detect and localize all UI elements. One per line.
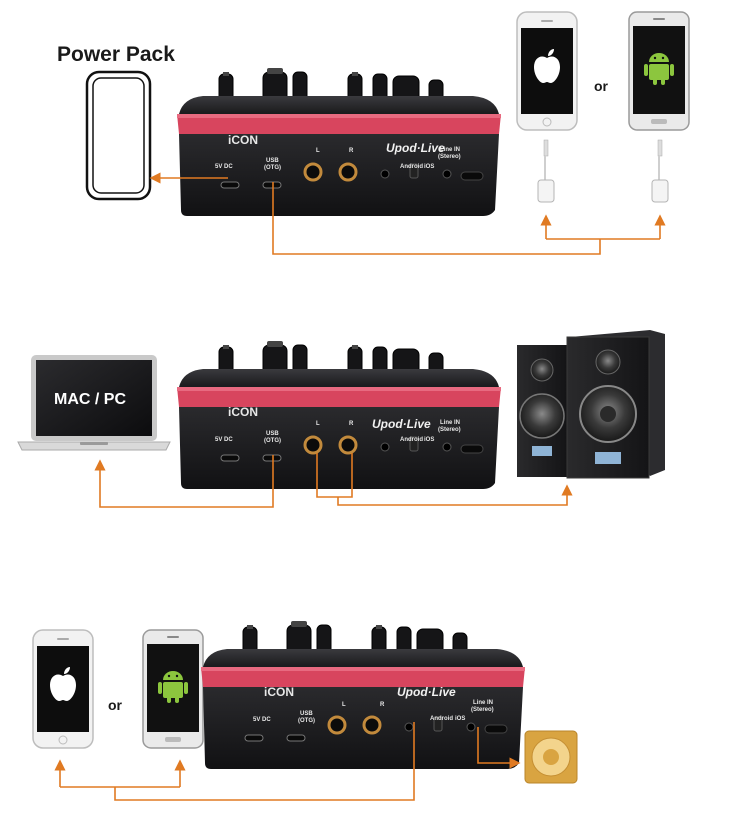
brand-logo: iCON [228,405,258,419]
upod-panel-labels: iCON Upod·Live 5V DC USB (OTG) L R Andro… [253,685,494,724]
iphone [32,629,94,749]
or-label: or [594,78,609,94]
line-in-label: Line IN [440,420,460,426]
right-label: R [349,148,354,154]
left-label: L [316,421,320,427]
line-in-stereo-label: (Stereo) [438,427,461,433]
wire-outputs [316,453,353,498]
power-pack [85,70,152,201]
wire-usb [272,182,601,255]
line-in-label: Line IN [440,147,460,153]
android-switch-label: Android [400,437,423,443]
iphone [516,11,578,131]
usb-otg-adapter [651,139,669,203]
wires-section2 [94,453,573,508]
android-switch-label: Android [430,716,453,722]
usb-label: USB [300,711,313,717]
music-player-icon [524,730,578,784]
right-label: R [349,421,354,427]
brand-logo: iCON [264,685,294,699]
laptop [17,355,171,451]
wire-phone-input [114,722,415,801]
android-phone [628,11,690,131]
or-label: or [108,697,123,713]
studio-monitor-speakers [517,330,665,479]
wire-to-player [477,727,521,769]
product-logo: Upod·Live [372,417,431,431]
wire-to-speakers [337,484,573,506]
upod-panel-labels: iCON Upod·Live 5V DC USB (OTG) L R Andro… [215,405,461,444]
upod-live-device [175,339,503,491]
usb-otg-label: (OTG) [264,438,281,444]
upod-live-device [199,619,527,771]
android-switch-label: Android [400,164,423,170]
section-power-pack-setup: Power Pack iCON Upod·Live 5V DC USB (OTG… [57,11,690,255]
section-computer-setup: MAC / PC iCON Upod·Live 5V DC USB (OTG) … [17,330,665,508]
upod-live-device [175,66,503,218]
lightning-adapter [537,139,555,203]
product-logo: Upod·Live [386,141,445,155]
line-in-stereo-label: (Stereo) [471,707,494,713]
port-5vdc-label: 5V DC [215,164,233,170]
port-5vdc-label: 5V DC [215,437,233,443]
upod-panel-labels: iCON Upod·Live 5V DC USB (OTG) L R Andro… [215,133,461,171]
wires-section3 [54,722,521,801]
right-label: R [380,702,385,708]
usb-label: USB [266,158,279,164]
power-pack-label: Power Pack [57,43,175,66]
usb-label: USB [266,431,279,437]
left-label: L [316,148,320,154]
mac-pc-label: MAC / PC [54,391,126,408]
ios-switch-label: iOS [455,716,465,722]
product-logo: Upod·Live [397,685,456,699]
wire-usb-to-computer [94,455,274,508]
usb-otg-label: (OTG) [298,718,315,724]
port-5vdc-label: 5V DC [253,717,271,723]
ios-switch-label: iOS [424,164,434,170]
line-in-label: Line IN [473,700,493,706]
section-phone-player-setup: or iCON Upod·Live 5V DC USB (OTG) L R An… [32,619,578,801]
left-label: L [342,702,346,708]
usb-otg-label: (OTG) [264,165,281,171]
android-phone [142,629,204,749]
line-in-stereo-label: (Stereo) [438,154,461,160]
wires-section1 [149,172,666,255]
brand-logo: iCON [228,133,258,147]
ios-switch-label: iOS [424,437,434,443]
